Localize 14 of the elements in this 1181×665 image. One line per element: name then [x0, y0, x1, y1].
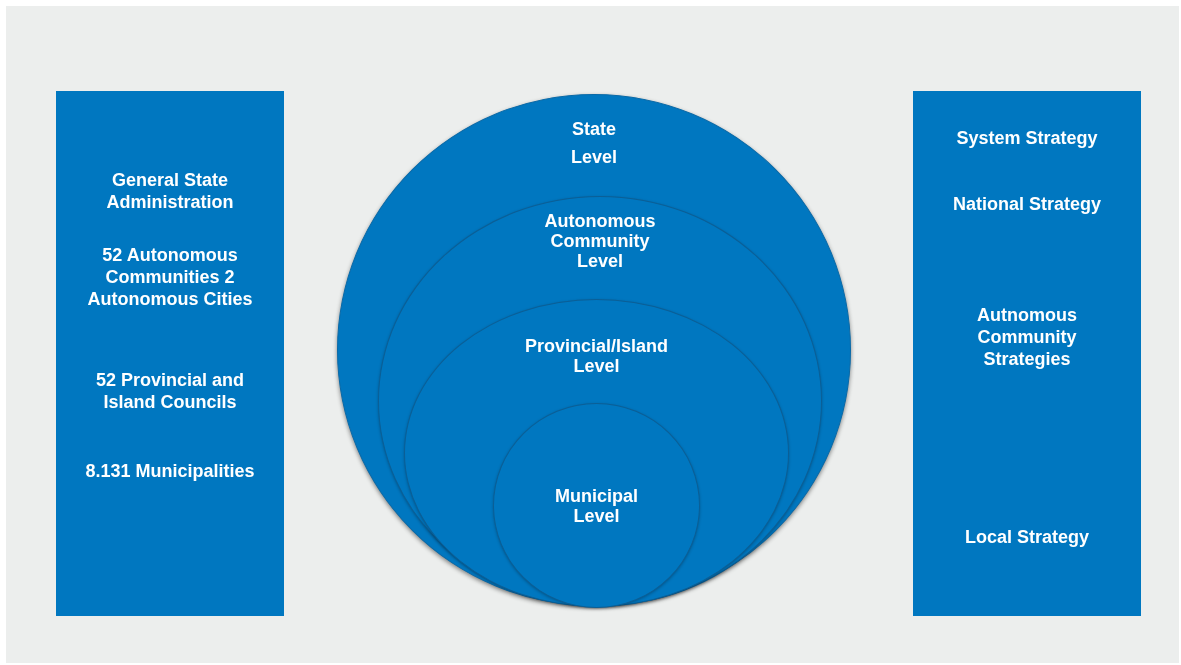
level-label: Municipal Level — [554, 486, 639, 526]
level-label: Autonomous Community Level — [543, 211, 657, 271]
panel-text: National Strategy — [951, 193, 1102, 215]
info-panel — [56, 91, 284, 616]
panel-text: System Strategy — [955, 127, 1099, 149]
panel-text: 52 Provincial and Island Councils — [94, 369, 246, 413]
info-panel — [913, 91, 1141, 616]
level-label: State Level — [570, 118, 618, 169]
level-label: Provincial/Island Level — [523, 336, 670, 376]
panel-text: 8.131 Municipalities — [84, 460, 256, 482]
panel-text: Local Strategy — [963, 526, 1090, 548]
panel-text: Autnomous Community Strategies — [976, 304, 1078, 370]
panel-text: 52 Autonomous Communities 2 Autonomous Cities — [86, 244, 254, 310]
panel-text: General State Administration — [105, 169, 235, 213]
